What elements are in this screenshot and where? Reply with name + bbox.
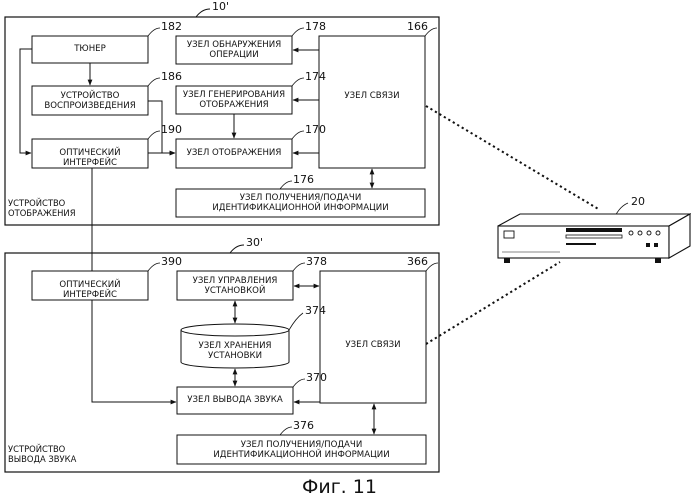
wireless-link-bottom bbox=[426, 262, 560, 344]
player-device-illustration bbox=[498, 214, 690, 263]
group-top-caption: УСТРОЙСТВО ОТОБРАЖЕНИЯ bbox=[8, 198, 76, 218]
disp-gen-label: УЗЕЛ ГЕНЕРИРОВАНИЯ ОТОБРАЖЕНИЯ bbox=[176, 90, 292, 110]
setup-store-ref: 374 bbox=[305, 304, 326, 317]
op-detect-ref: 178 bbox=[305, 20, 326, 33]
setup-store-label: УЗЕЛ ХРАНЕНИЯ УСТАНОВКИ bbox=[181, 341, 289, 361]
group-bottom-ref: 30' bbox=[246, 236, 263, 249]
tuner-label: ТЮНЕР bbox=[32, 44, 148, 54]
id-info-top-label: УЗЕЛ ПОЛУЧЕНИЯ/ПОДАЧИ ИДЕНТИФИКАЦИОННОЙ … bbox=[176, 193, 425, 213]
sound-out-ref: 370 bbox=[306, 371, 327, 384]
comm-top-ref: 166 bbox=[407, 20, 428, 33]
disp-gen-ref: 174 bbox=[305, 70, 326, 83]
display-ref: 170 bbox=[305, 123, 326, 136]
id-info-top-ref: 176 bbox=[293, 173, 314, 186]
setup-ctrl-label: УЗЕЛ УПРАВЛЕНИЯ УСТАНОВКОЙ bbox=[177, 276, 293, 296]
display-label: УЗЕЛ ОТОБРАЖЕНИЯ bbox=[176, 148, 292, 158]
comm-block-top bbox=[319, 36, 425, 168]
playback-ref: 186 bbox=[161, 70, 182, 83]
optical-label: ОПТИЧЕСКИЙ ИНТЕРФЕЙС bbox=[32, 148, 148, 168]
device-ref: 20 bbox=[631, 195, 645, 208]
group-top-ref: 10' bbox=[212, 0, 229, 13]
playback-label: УСТРОЙСТВО ВОСПРОИЗВЕДЕНИЯ bbox=[32, 91, 148, 111]
comm-block-bottom bbox=[320, 271, 426, 403]
optical-ref: 190 bbox=[161, 123, 182, 136]
wireless-link-top bbox=[426, 106, 600, 210]
comm-bottom-ref: 366 bbox=[407, 255, 428, 268]
sound-out-label: УЗЕЛ ВЫВОДА ЗВУКА bbox=[177, 395, 293, 405]
id-info-bottom-ref: 376 bbox=[293, 419, 314, 432]
id-info-bottom-label: УЗЕЛ ПОЛУЧЕНИЯ/ПОДАЧИ ИДЕНТИФИКАЦИОННОЙ … bbox=[177, 440, 426, 460]
group-bottom-caption: УСТРОЙСТВО ВЫВОДА ЗВУКА bbox=[8, 444, 76, 464]
tuner-ref: 182 bbox=[161, 20, 182, 33]
optical-bottom-label: ОПТИЧЕСКИЙ ИНТЕРФЕЙС bbox=[32, 280, 148, 300]
op-detect-label: УЗЕЛ ОБНАРУЖЕНИЯ ОПЕРАЦИИ bbox=[176, 40, 292, 60]
setup-ctrl-ref: 378 bbox=[306, 255, 327, 268]
figure-caption: Фиг. 11 bbox=[302, 476, 377, 498]
optical-bottom-ref: 390 bbox=[161, 255, 182, 268]
comm-top-label: УЗЕЛ СВЯЗИ bbox=[319, 91, 425, 101]
comm-bottom-label: УЗЕЛ СВЯЗИ bbox=[320, 340, 426, 350]
